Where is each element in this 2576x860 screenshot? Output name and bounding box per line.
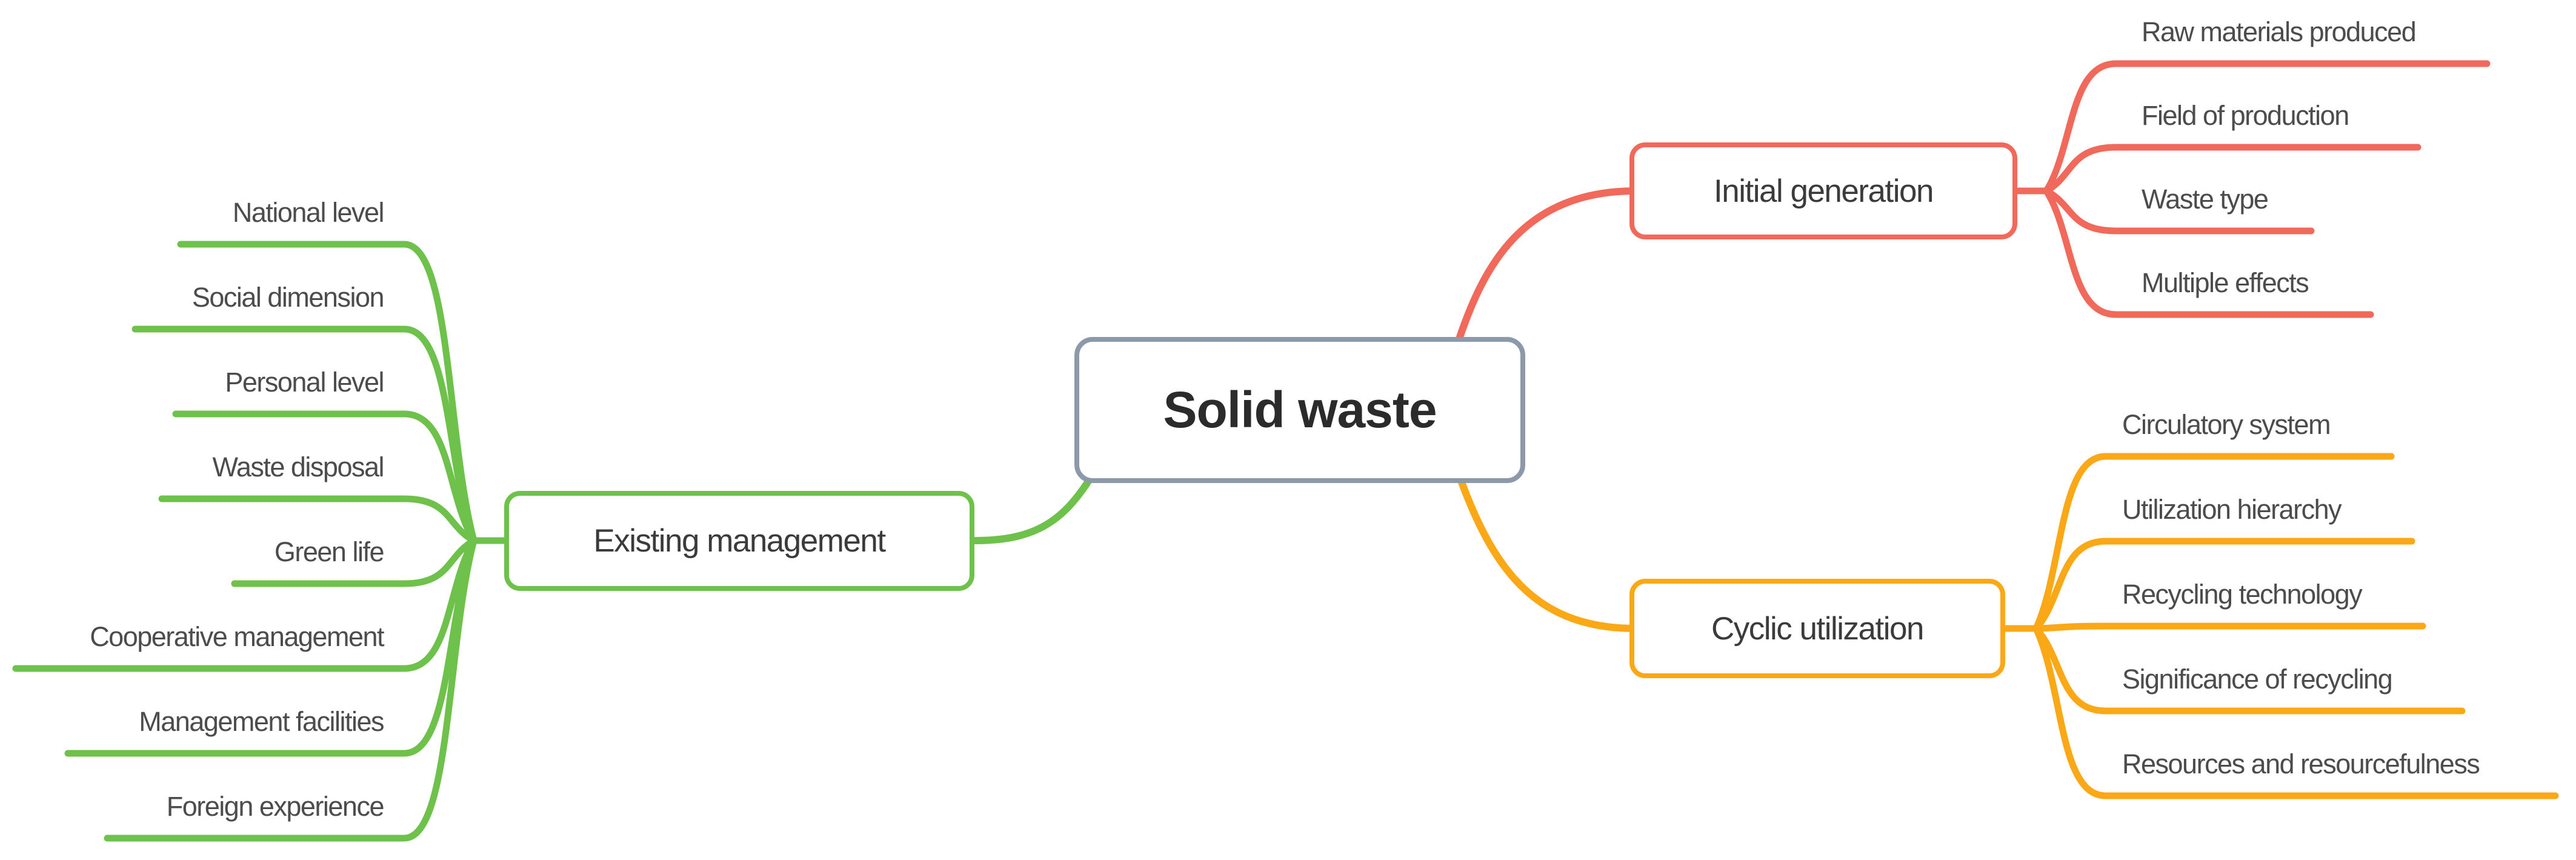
edge-significance-of-recycling (2032, 625, 2466, 715)
branch-topic-label: Cyclic utilization (1711, 610, 1925, 647)
subtopic-significance-of-recycling[interactable]: Significance of recycling (2122, 664, 2393, 695)
subtopic-resources-and-resourcefulness[interactable]: Resources and resourcefulness (2122, 748, 2480, 779)
subtopic-circulatory-system[interactable]: Circulatory system (2122, 409, 2331, 440)
subtopic-personal-level[interactable]: Personal level (225, 367, 384, 398)
subtopic-cooperative-management[interactable]: Cooperative management (90, 621, 384, 652)
subtopic-national-level[interactable]: National level (232, 197, 385, 228)
branch-topic-cyclic-utilization[interactable]: Cyclic utilization (1629, 579, 2005, 678)
edge-root-existing-management (972, 476, 1093, 544)
edge-foreign-experience (104, 537, 478, 842)
subtopic-waste-type[interactable]: Waste type (2142, 184, 2269, 215)
root-topic-label: Solid waste (1163, 381, 1437, 438)
edge-resources-and-resourcefulness (2032, 625, 2559, 799)
edge-field-of-production (2043, 144, 2421, 195)
subtopic-multiple-effects[interactable]: Multiple effects (2142, 267, 2309, 298)
branch-topic-initial-generation[interactable]: Initial generation (1629, 142, 2017, 239)
subtopic-social-dimension[interactable]: Social dimension (191, 282, 385, 313)
subtopic-green-life[interactable]: Green life (274, 536, 385, 567)
edge-root-cyclic-utilization (1457, 477, 1640, 632)
edge-green-life (231, 537, 478, 587)
branch-topic-label: Existing management (593, 523, 886, 559)
subtopic-management-facilities[interactable]: Management facilities (139, 706, 384, 737)
subtopic-recycling-technology[interactable]: Recycling technology (2122, 579, 2363, 610)
edge-waste-disposal (158, 495, 478, 544)
subtopic-foreign-experience[interactable]: Foreign experience (166, 791, 385, 822)
edge-personal-level (172, 410, 478, 544)
subtopic-utilization-hierarchy[interactable]: Utilization hierarchy (2122, 494, 2342, 525)
subtopic-field-of-production[interactable]: Field of production (2142, 100, 2349, 131)
subtopic-raw-materials-produced[interactable]: Raw materials produced (2142, 16, 2417, 47)
edge-waste-type (2043, 187, 2315, 235)
root-topic[interactable]: Solid waste (1074, 337, 1525, 483)
edge-recycling-technology (2032, 622, 2426, 632)
edge-social-dimension (131, 325, 478, 544)
subtopic-waste-disposal[interactable]: Waste disposal (212, 452, 385, 482)
edge-circulatory-system (2032, 453, 2395, 632)
edge-multiple-effects (2043, 187, 2374, 318)
edge-utilization-hierarchy (2032, 538, 2415, 632)
branch-topic-label: Initial generation (1714, 173, 1934, 209)
branch-topic-existing-management[interactable]: Existing management (504, 491, 974, 591)
edge-root-initial-generation (1455, 187, 1640, 344)
edge-raw-materials-produced (2043, 60, 2491, 195)
